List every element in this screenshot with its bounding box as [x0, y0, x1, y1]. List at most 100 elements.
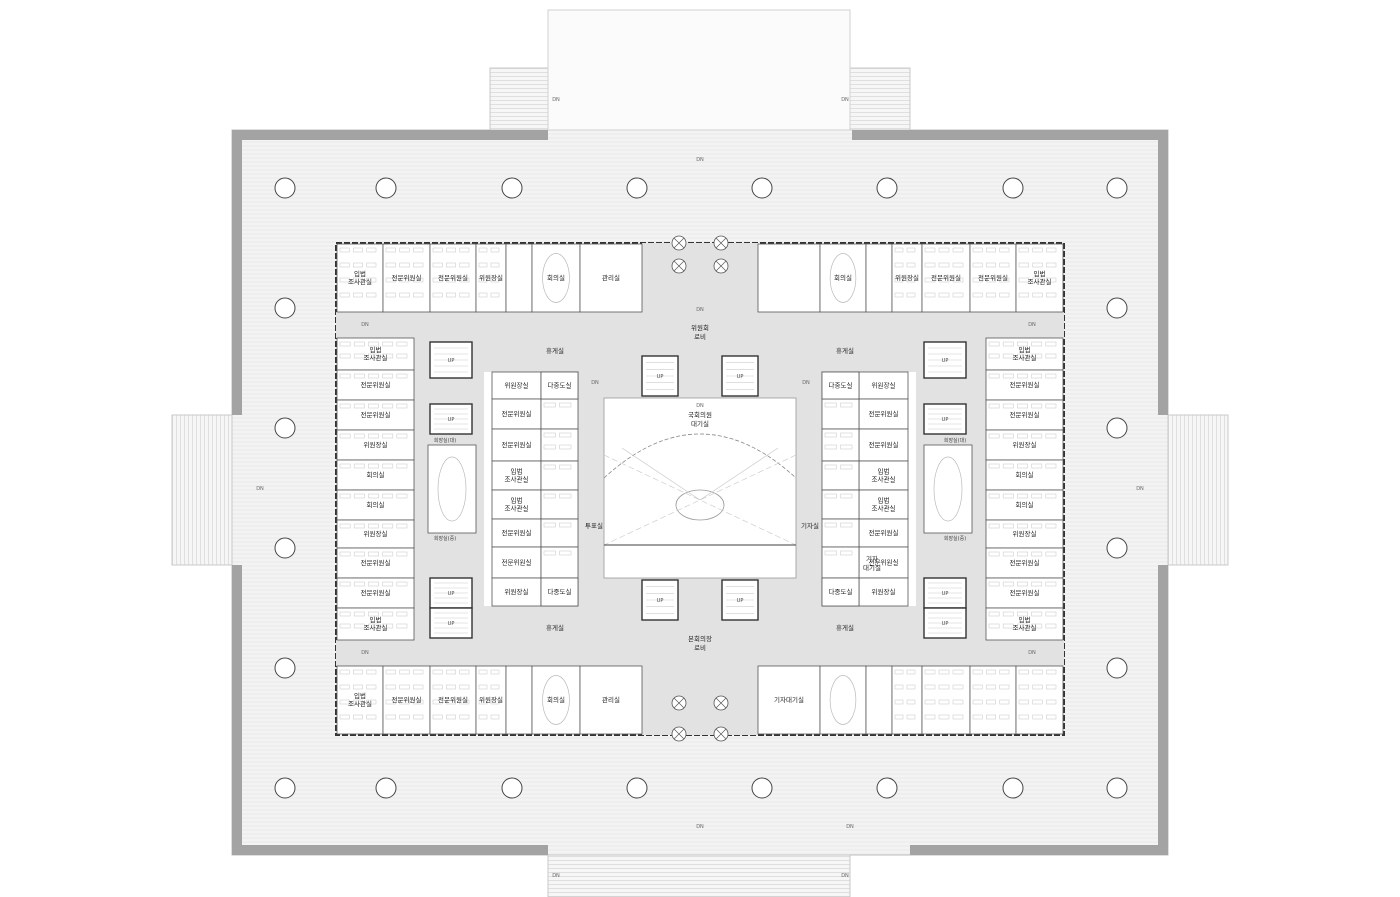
- desk: [385, 714, 396, 720]
- room-top-meeting-e-label: 회의실: [834, 273, 852, 282]
- room-inner-w-expert2: [491, 428, 542, 462]
- desk: [938, 247, 950, 253]
- dn-marker-11: DN: [696, 403, 704, 409]
- desk: [894, 247, 904, 253]
- desk: [396, 611, 408, 617]
- desk: [478, 262, 488, 268]
- desk: [1032, 714, 1043, 720]
- waiting-room-label-2: 대기실: [691, 419, 709, 428]
- desk: [396, 623, 408, 629]
- desk: [906, 247, 916, 253]
- room-multi-library-sw-label: 다중도실: [548, 587, 572, 596]
- desk: [339, 714, 350, 720]
- room-bot-meeting-e: [819, 665, 867, 735]
- desk: [988, 403, 1000, 409]
- desk: [432, 714, 443, 720]
- room-east-expert3: [985, 547, 1064, 579]
- desk: [368, 581, 379, 587]
- desk: [972, 277, 983, 283]
- room-inner-w-legis1-label: 입법: [511, 467, 523, 476]
- desk: [459, 262, 470, 268]
- desk: [559, 432, 572, 438]
- desk: [396, 341, 408, 347]
- dn-marker-12: DN: [696, 824, 704, 830]
- column-left-2: [274, 537, 296, 559]
- room-inner-e-chairman2-label: 위원장실: [872, 587, 896, 596]
- desk: [1046, 292, 1057, 298]
- column-bottom-7: [1106, 777, 1128, 799]
- desk: [339, 247, 350, 253]
- column-grid: [274, 177, 1128, 799]
- desk: [353, 262, 363, 268]
- desk: [1017, 551, 1028, 557]
- desk: [986, 714, 996, 720]
- desk: [432, 247, 443, 253]
- desk: [1046, 277, 1057, 283]
- room-bot-expert-w2-label: 전문위원실: [438, 695, 468, 704]
- desk: [385, 247, 396, 253]
- room-east-legis2-label: 조사관실: [1013, 623, 1037, 632]
- desk: [988, 353, 1000, 359]
- room-top-meeting-w: [531, 243, 581, 313]
- desk: [988, 373, 1000, 379]
- desk: [339, 403, 351, 409]
- desk: [1002, 611, 1014, 617]
- desk: [413, 684, 424, 690]
- desk: [1018, 684, 1029, 690]
- desk: [840, 432, 853, 438]
- desk: [938, 669, 950, 675]
- room-seat-large-w: [427, 444, 477, 534]
- room-bot-management-w: [579, 665, 643, 735]
- desk: [353, 699, 363, 705]
- desk: [1032, 277, 1043, 283]
- desk: [1046, 247, 1057, 253]
- desk: [368, 523, 379, 529]
- desk: [432, 684, 443, 690]
- desk: [368, 623, 379, 629]
- desk: [478, 684, 488, 690]
- desk: [490, 262, 500, 268]
- desk: [543, 444, 556, 450]
- committee-lobby-label-1: 위원회: [691, 323, 709, 332]
- desk: [446, 247, 456, 253]
- desk: [972, 669, 983, 675]
- desk: [1045, 611, 1057, 617]
- desk: [339, 353, 351, 359]
- desk: [432, 669, 443, 675]
- room-inner-w-expert4: [491, 546, 542, 579]
- room-multi-library-ne-label: 다중도실: [829, 381, 853, 390]
- desk: [824, 493, 837, 499]
- seat-medium-label-e: 회장실(중): [944, 535, 966, 542]
- desk: [1045, 581, 1057, 587]
- desk: [446, 262, 456, 268]
- desk: [952, 714, 964, 720]
- desk: [446, 292, 456, 298]
- desk: [353, 581, 365, 587]
- room-east-expert3-label: 전문위원실: [1010, 558, 1040, 567]
- room-top-expert-e1-label: 전문위원실: [931, 273, 961, 282]
- press-waiting-label-1: 기자: [866, 554, 878, 563]
- lounge-label-nw: 휴게실: [546, 346, 564, 355]
- dn-marker-15: DN: [841, 873, 849, 879]
- desk: [490, 277, 500, 283]
- committee-lobby-label-2: 로비: [694, 332, 706, 341]
- column-top-4: [751, 177, 773, 199]
- desk: [339, 277, 350, 283]
- desk: [924, 277, 936, 283]
- desk: [840, 464, 853, 470]
- room-west-expert4: [336, 577, 415, 609]
- desk: [559, 522, 572, 528]
- desk: [478, 277, 488, 283]
- desk: [368, 611, 379, 617]
- desk: [413, 714, 424, 720]
- desk: [924, 262, 936, 268]
- desk: [1017, 493, 1028, 499]
- desk: [413, 247, 424, 253]
- desk: [1002, 353, 1014, 359]
- room-west-expert2: [336, 399, 415, 431]
- desk: [894, 262, 904, 268]
- desk: [382, 463, 394, 469]
- desk: [986, 277, 996, 283]
